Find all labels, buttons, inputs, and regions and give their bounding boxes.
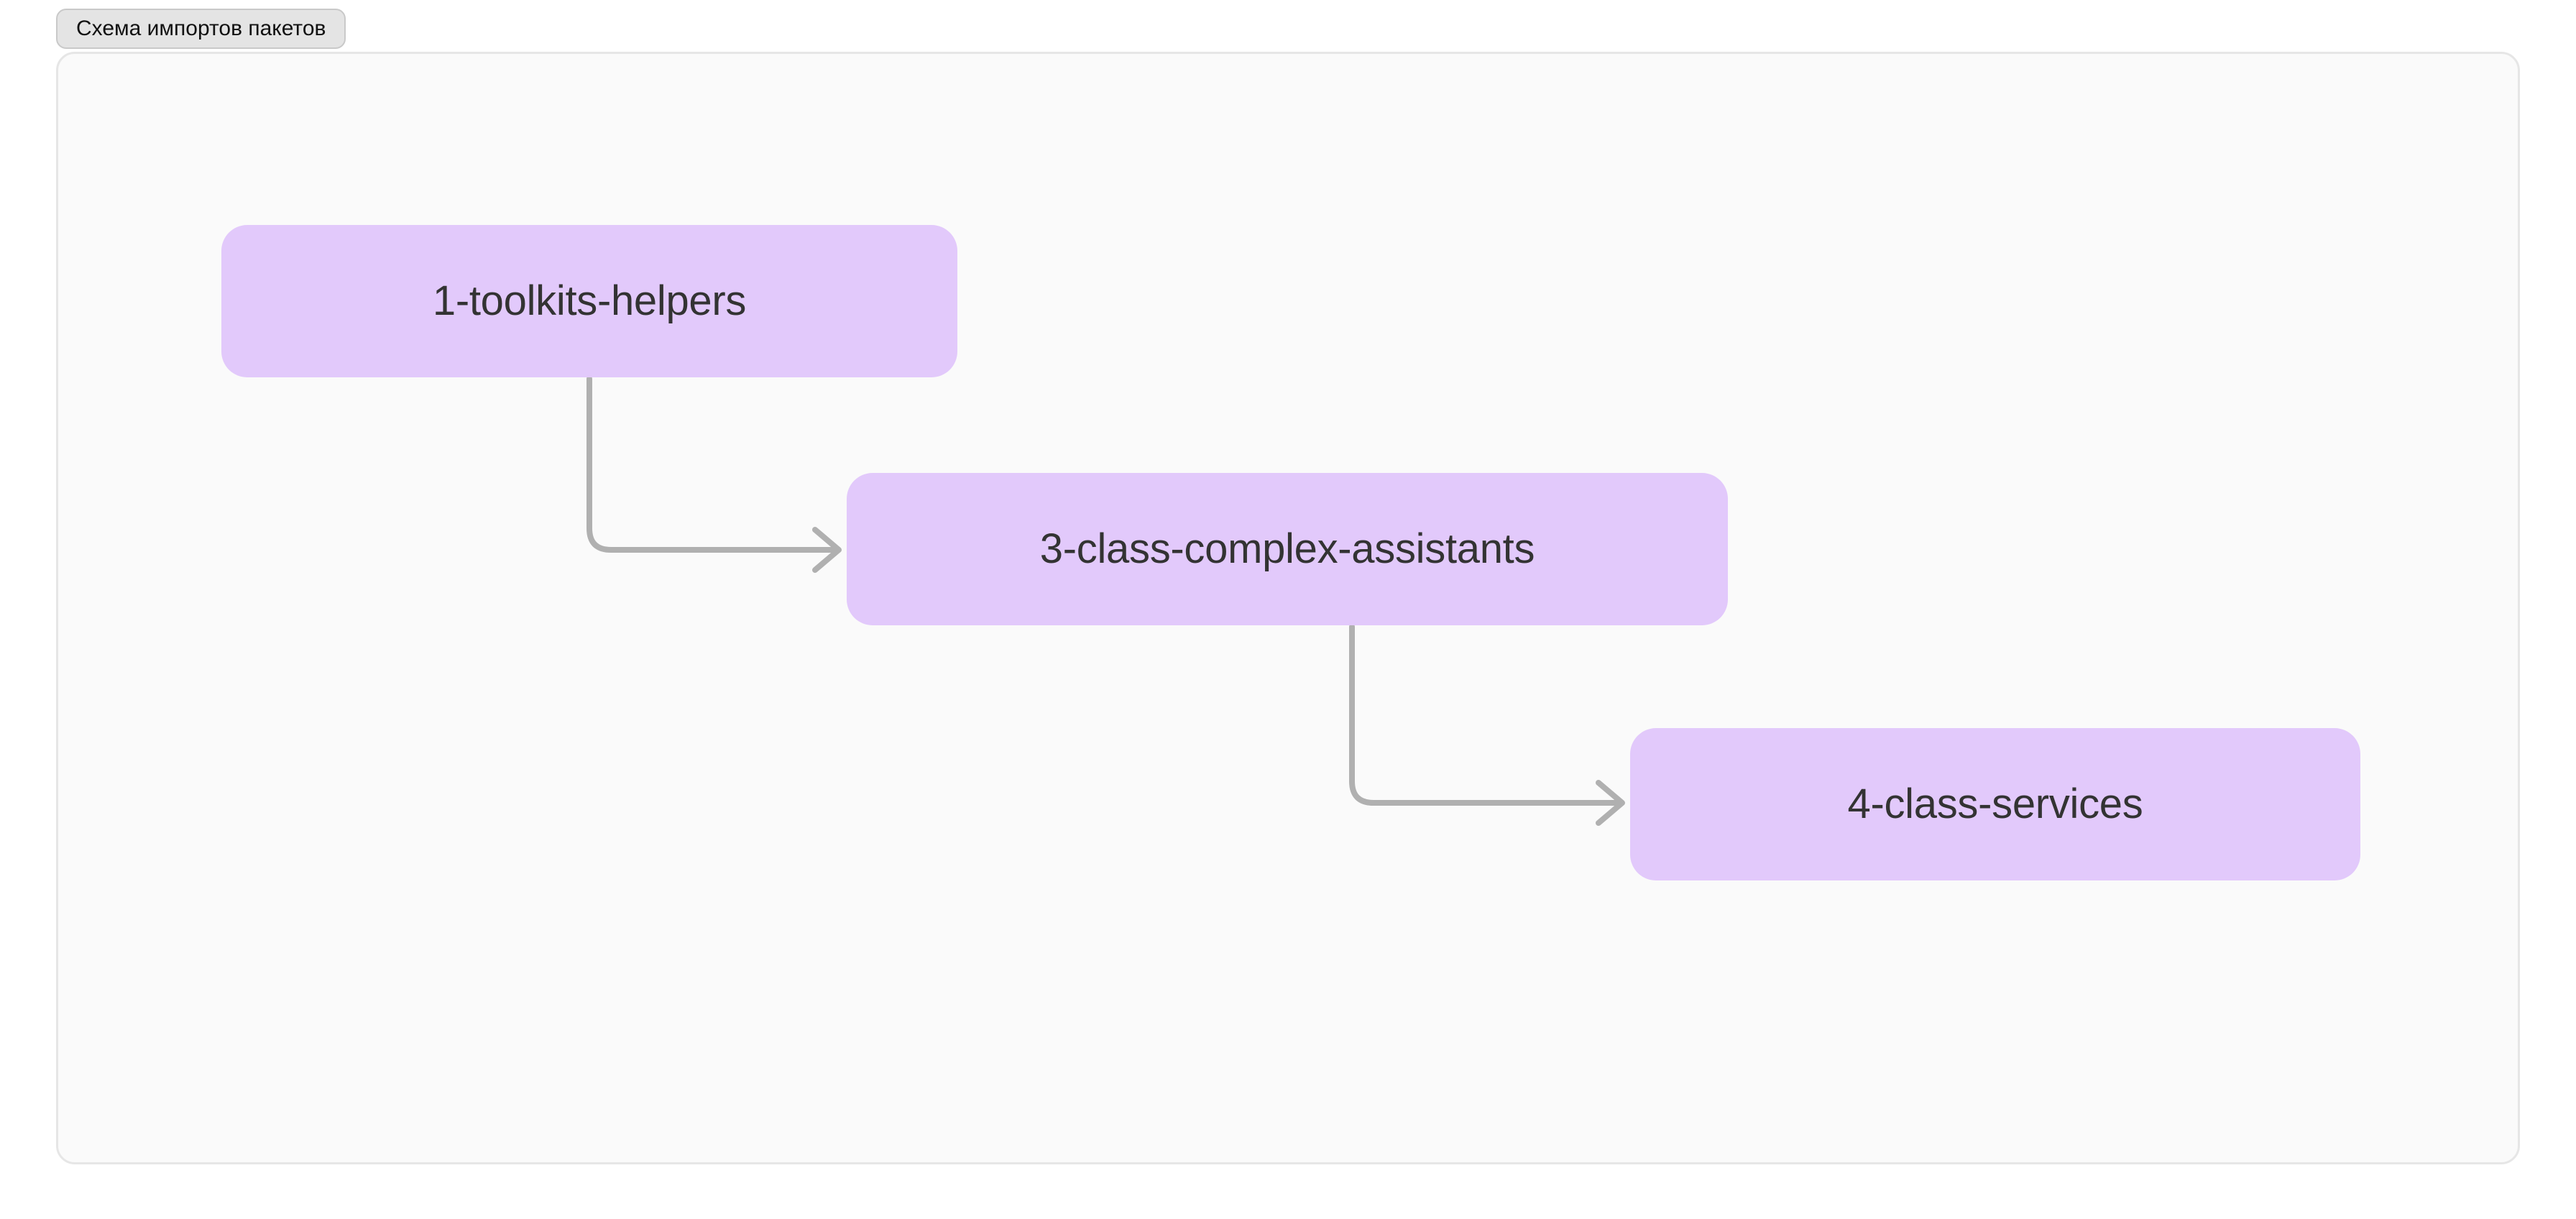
node-label: 1-toolkits-helpers [432, 277, 747, 324]
node-1-toolkits-helpers[interactable]: 1-toolkits-helpers [221, 225, 957, 377]
edge-toolkits-to-complex-assistants [586, 376, 842, 573]
node-label: 4-class-services [1847, 781, 2143, 827]
node-4-class-services[interactable]: 4-class-services [1630, 728, 2360, 880]
diagram-title-tab[interactable]: Схема импортов пакетов [56, 9, 346, 49]
node-3-class-complex-assistants[interactable]: 3-class-complex-assistants [847, 473, 1728, 625]
edge-complex-assistants-to-services [1349, 624, 1625, 826]
diagram-canvas[interactable]: 1-toolkits-helpers 3-class-complex-assis… [56, 52, 2520, 1164]
node-label: 3-class-complex-assistants [1039, 525, 1535, 572]
diagram-title-label: Схема импортов пакетов [76, 17, 326, 40]
